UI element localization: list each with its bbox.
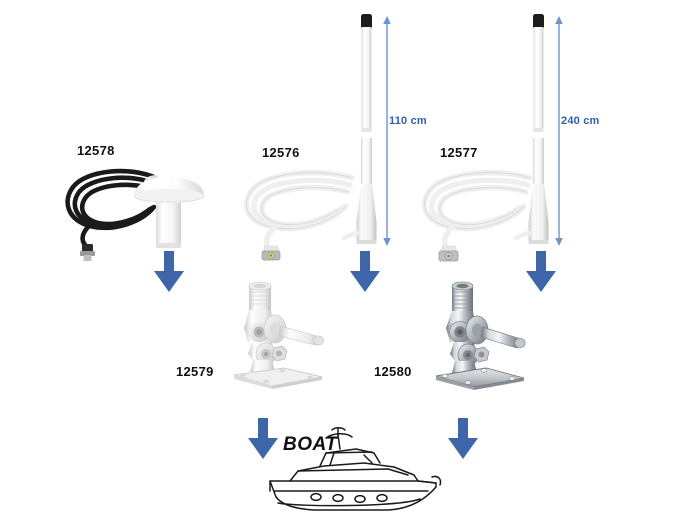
- boat-label: BOAT: [283, 434, 338, 455]
- dimension-line-110cm: [380, 16, 394, 246]
- product-label-12577: 12577: [440, 145, 478, 160]
- arrow-12577-to-12580: [524, 251, 558, 293]
- product-label-12580: 12580: [374, 364, 412, 379]
- arrow-12579-to-boat: [246, 418, 280, 460]
- vhf-whip-antenna-icon: [513, 14, 549, 244]
- product-label-12576: 12576: [262, 145, 300, 160]
- dimension-label-110cm: 110 cm: [389, 115, 427, 127]
- vhf-whip-antenna-icon: [341, 14, 377, 244]
- down-arrow-icon: [448, 418, 478, 459]
- product-label-12578: 12578: [77, 143, 115, 158]
- product-image-12578[interactable]: [60, 150, 220, 265]
- white-coax-cable-icon: [421, 169, 533, 262]
- arrow-12576-to-12579: [348, 251, 382, 293]
- product-label-12579: 12579: [176, 364, 214, 379]
- dimension-label-240cm: 240 cm: [561, 115, 600, 127]
- product-cable-12577[interactable]: [418, 160, 538, 265]
- dimension-line-240cm: [552, 16, 566, 246]
- product-cable-12576[interactable]: [240, 160, 360, 265]
- yacht-icon: [269, 427, 442, 511]
- nylon-antenna-mount-icon: [233, 281, 324, 389]
- boat-illustration: [268, 425, 443, 525]
- gps-dome-antenna-icon: [65, 168, 205, 261]
- coax-plug-icon: [438, 245, 459, 262]
- product-image-12576[interactable]: [341, 14, 386, 244]
- coax-plug-icon: [261, 245, 281, 261]
- white-coax-cable-icon: [243, 169, 355, 261]
- stainless-antenna-mount-icon: [435, 281, 526, 390]
- down-arrow-icon: [248, 418, 278, 459]
- product-image-12579[interactable]: [222, 280, 342, 390]
- down-arrow-icon: [154, 251, 184, 292]
- bnc-connector-icon: [80, 244, 95, 261]
- arrow-12578-to-12579: [152, 251, 186, 293]
- arrow-12580-to-boat: [446, 418, 480, 460]
- product-image-12580[interactable]: [422, 280, 542, 390]
- down-arrow-icon: [350, 251, 380, 292]
- down-arrow-icon: [526, 251, 556, 292]
- product-image-12577[interactable]: [513, 14, 558, 244]
